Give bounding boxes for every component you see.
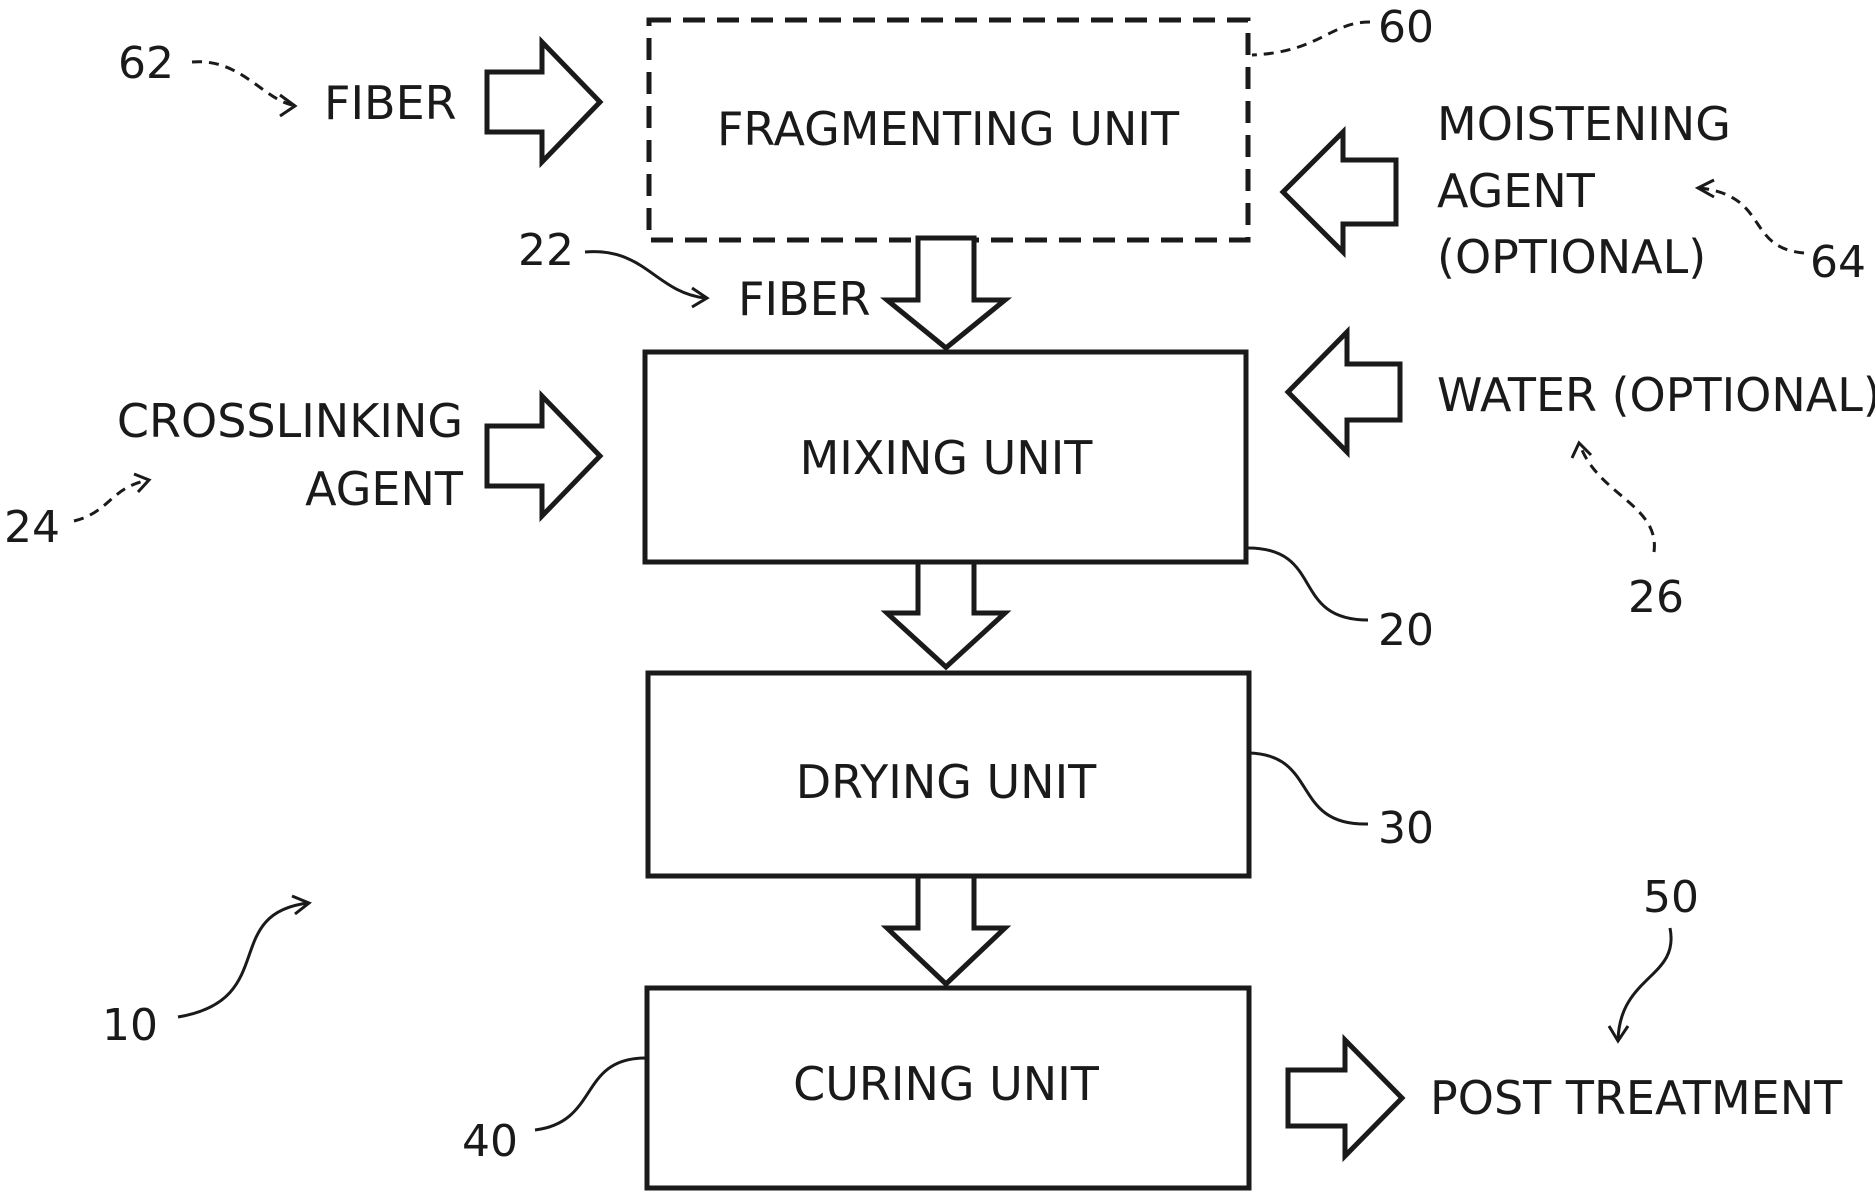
ref-24: 24 <box>4 502 60 553</box>
leader-30 <box>1248 753 1368 824</box>
leader-64 <box>1700 188 1804 253</box>
ref-62: 62 <box>118 38 174 89</box>
leader-20 <box>1248 548 1368 620</box>
ref-22: 22 <box>518 225 574 276</box>
moistening-label-line2: AGENT <box>1437 164 1596 218</box>
crosslinking-input-arrow <box>487 396 600 516</box>
ref-10: 10 <box>102 1000 158 1051</box>
leader-22 <box>585 252 705 298</box>
leader-50 <box>1618 928 1671 1040</box>
post-treatment-output-arrow <box>1288 1040 1402 1156</box>
ref-26: 26 <box>1628 572 1684 623</box>
leader-10 <box>178 903 308 1017</box>
leader-26 <box>1580 445 1654 552</box>
ref-50: 50 <box>1643 872 1699 923</box>
water-input-arrow <box>1288 332 1400 452</box>
ref-40: 40 <box>462 1116 518 1167</box>
fragmenting-to-mixing-arrow <box>887 238 1005 348</box>
drying-unit-label: DRYING UNIT <box>796 755 1097 809</box>
leader-60 <box>1252 22 1370 55</box>
leader-62-tip <box>280 95 295 116</box>
mixing-unit-label: MIXING UNIT <box>800 431 1094 485</box>
post-treatment-label: POST TREATMENT <box>1430 1071 1843 1125</box>
leader-26-tip <box>1572 443 1591 458</box>
fragmenting-unit-label: FRAGMENTING UNIT <box>717 102 1180 156</box>
ref-60: 60 <box>1378 2 1434 53</box>
ref-64: 64 <box>1810 237 1866 288</box>
water-label: WATER (OPTIONAL) <box>1437 368 1875 422</box>
moistening-input-arrow <box>1283 132 1396 252</box>
crosslinking-label-line1: CROSSLINKING <box>117 394 463 448</box>
fiber-input-arrow <box>487 42 600 162</box>
moistening-label-line1: MOISTENING <box>1437 97 1731 151</box>
leader-40 <box>535 1058 646 1130</box>
drying-to-curing-arrow <box>887 876 1005 984</box>
leader-24 <box>74 480 148 521</box>
curing-unit-label: CURING UNIT <box>793 1057 1100 1111</box>
leader-62 <box>192 62 292 105</box>
ref-20: 20 <box>1378 605 1434 656</box>
crosslinking-label-line2: AGENT <box>305 462 464 516</box>
moistening-label-line3: (OPTIONAL) <box>1437 230 1706 284</box>
fiber-mid-label: FIBER <box>738 272 871 326</box>
mixing-to-drying-arrow <box>887 562 1005 667</box>
fiber-top-label: FIBER <box>324 76 457 130</box>
ref-30: 30 <box>1378 803 1434 854</box>
